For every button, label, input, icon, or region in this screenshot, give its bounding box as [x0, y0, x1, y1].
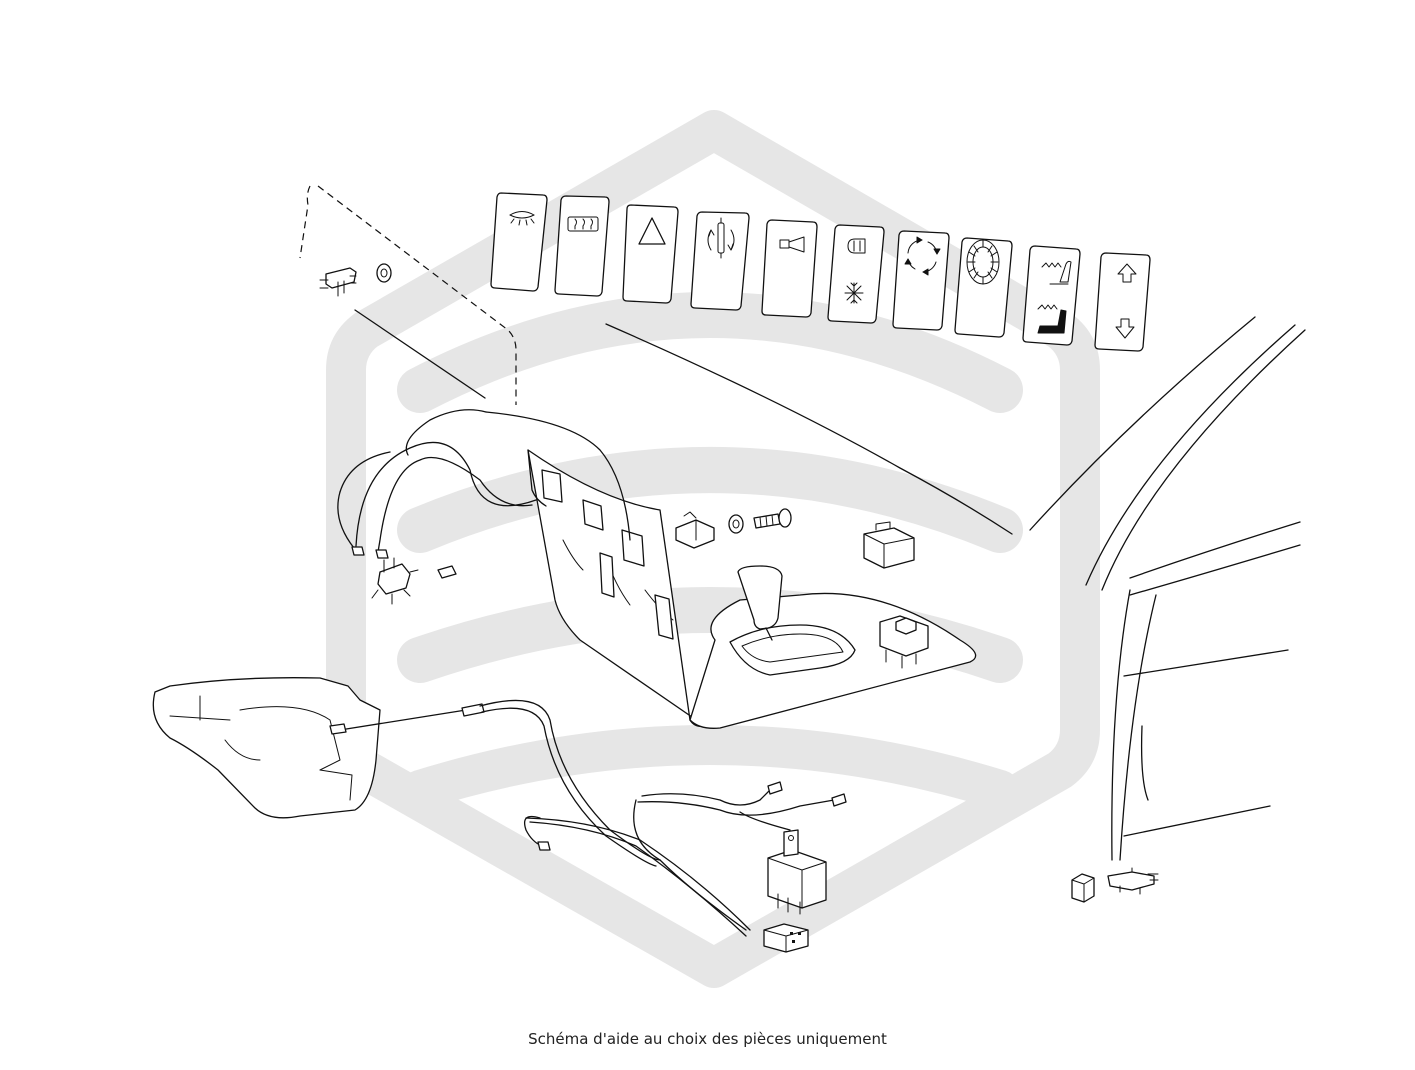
diagram-caption: Schéma d'aide au choix des pièces unique…	[528, 1030, 887, 1048]
dashboard-outline	[605, 316, 1306, 591]
connector-left	[319, 267, 357, 297]
seat-heating-icon	[1037, 260, 1072, 334]
eyelids-icon	[509, 211, 535, 226]
watermark-stripe-1	[397, 292, 1023, 413]
up-down-arrows-icon	[1115, 263, 1137, 339]
watermark-stripe-2	[397, 447, 1023, 553]
switch-4[interactable]	[690, 211, 750, 311]
switch-plate	[527, 449, 706, 728]
switch-5[interactable]	[761, 219, 818, 318]
harness-upper	[337, 409, 631, 553]
switch-row	[490, 192, 1151, 352]
air-conditioning-icon	[844, 238, 866, 304]
gearbox-cable	[329, 699, 661, 867]
switch-3[interactable]	[622, 204, 679, 304]
watermark-hexagon	[326, 110, 1100, 988]
switch-2[interactable]	[554, 195, 610, 297]
switch-10[interactable]	[1094, 252, 1151, 352]
nut-left	[376, 263, 392, 283]
switch-7[interactable]	[892, 230, 950, 331]
window-switch	[879, 615, 929, 669]
door-switch	[1107, 867, 1159, 895]
bulb	[437, 565, 457, 579]
gearbox-housing	[152, 677, 381, 819]
switch-6[interactable]	[827, 224, 885, 324]
suspension-lift-icon	[707, 217, 735, 259]
rear-defrost-icon	[567, 216, 599, 232]
air-recirculation-icon	[904, 236, 941, 276]
bulb-holder	[675, 511, 715, 549]
relay-socket	[763, 923, 809, 953]
gear-shifter	[737, 565, 783, 641]
washer	[728, 514, 744, 534]
screw	[753, 508, 792, 529]
switch-1[interactable]	[490, 192, 548, 292]
relay	[767, 829, 827, 915]
connector-b	[537, 781, 847, 851]
hazard-warning-icon	[638, 217, 666, 245]
switch-8[interactable]	[954, 237, 1013, 338]
panel-outline-dashed	[299, 185, 517, 405]
door-clip	[1071, 873, 1095, 903]
watermark-logo	[326, 110, 1100, 988]
watermark-stripe-4	[400, 725, 1020, 810]
switch-module	[863, 521, 915, 569]
switch-9[interactable]	[1022, 245, 1081, 346]
differential-lock-icon	[966, 239, 1000, 285]
horn-icon	[779, 236, 805, 253]
connector-small-a	[351, 546, 389, 559]
harness-lower	[523, 789, 835, 937]
lamp-holder	[371, 557, 419, 605]
door-frame	[1111, 521, 1301, 861]
center-console	[689, 592, 977, 729]
